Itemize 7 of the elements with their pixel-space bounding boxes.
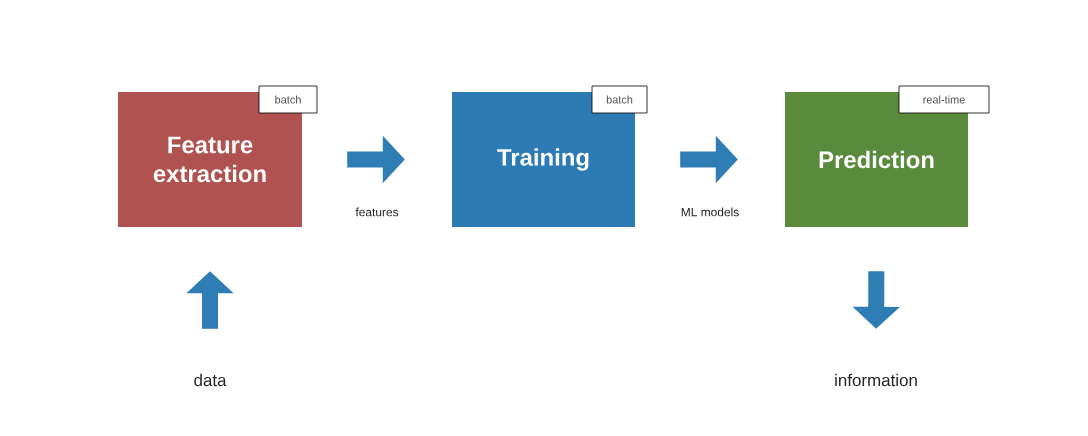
tag-box: batch <box>591 85 648 114</box>
edge-label: features <box>354 206 400 218</box>
edge-label: ML models <box>679 206 741 218</box>
tag-box: real-time <box>898 85 990 114</box>
io-label: data <box>194 373 227 387</box>
io-label: information <box>835 373 917 387</box>
tag-box: batch <box>258 85 318 114</box>
